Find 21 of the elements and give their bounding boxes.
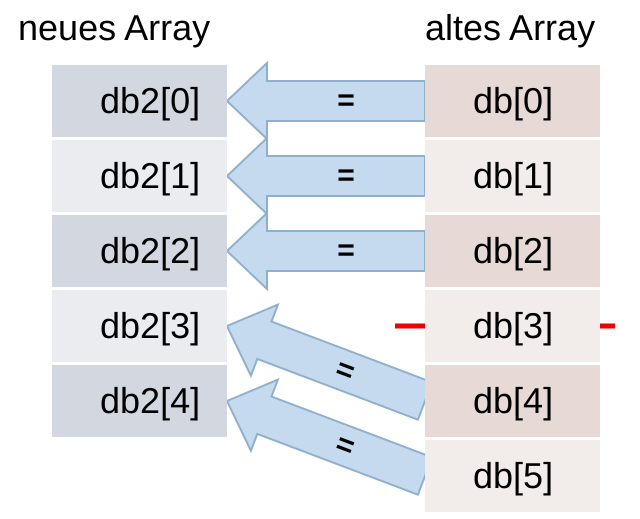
- array-cell: db[5]: [425, 440, 600, 512]
- array-cell: db2[0]: [52, 65, 227, 137]
- array-cell: db2[1]: [52, 140, 227, 212]
- column-heading: altes Array: [425, 6, 596, 50]
- array-cell: db[1]: [425, 140, 600, 212]
- block-arrow: [226, 210, 426, 292]
- block-arrow: [226, 60, 426, 142]
- edge-label: =: [331, 353, 358, 388]
- array-cell: db[3]: [425, 290, 600, 362]
- edge-label: =: [331, 428, 358, 463]
- array-cell: db2[2]: [52, 215, 227, 287]
- array-cell: db2[3]: [52, 290, 227, 362]
- column-heading: neues Array: [18, 6, 210, 50]
- array-cell: db2[4]: [52, 365, 227, 437]
- edge-label: =: [337, 161, 355, 191]
- edge-label: =: [337, 86, 355, 116]
- array-cell: db[0]: [425, 65, 600, 137]
- block-arrow: [226, 136, 426, 216]
- array-cell: db[4]: [425, 365, 600, 437]
- edge-label: =: [337, 236, 355, 266]
- array-cell: db[2]: [425, 215, 600, 287]
